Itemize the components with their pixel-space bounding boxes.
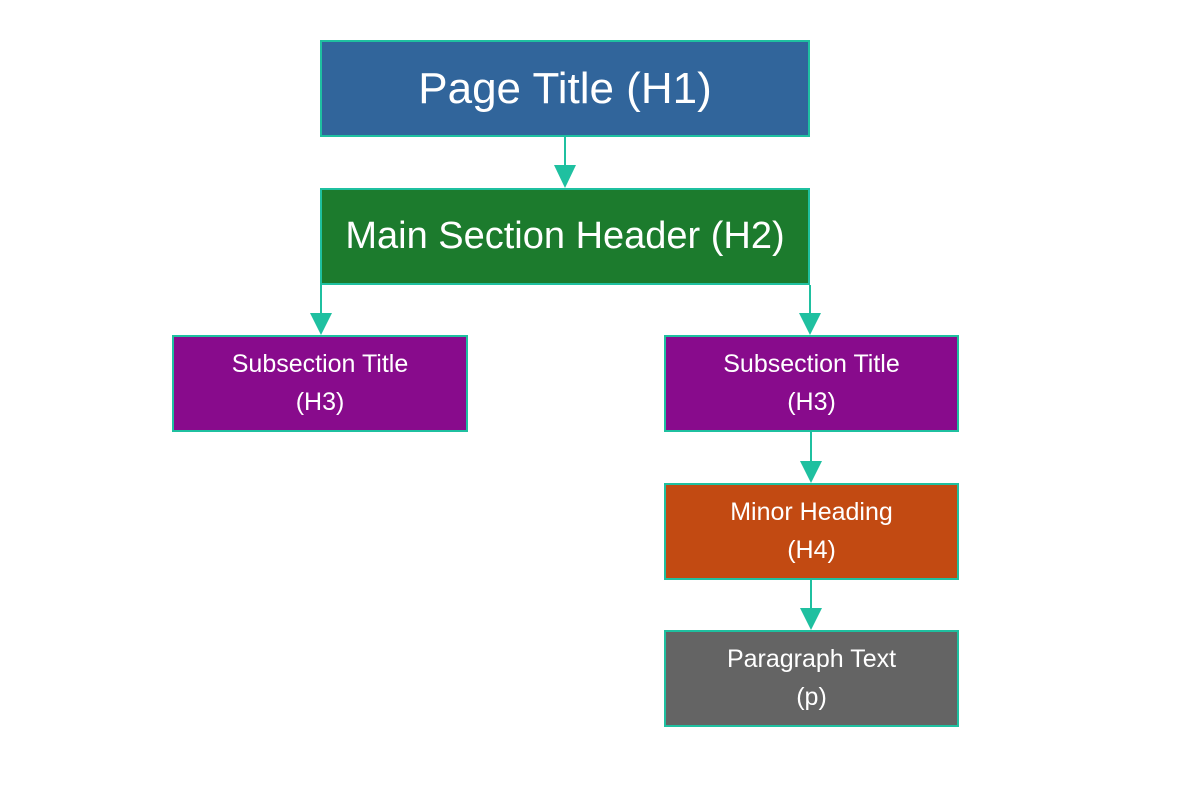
- connector-h3-h4: [800, 432, 822, 483]
- node-label: Paragraph Text: [726, 645, 897, 673]
- arrowhead-down-icon: [799, 313, 821, 335]
- node-label-tag: (H4): [787, 535, 836, 564]
- node-label-tag: (H3): [295, 387, 345, 416]
- node-page-title-h1: Page Title (H1): [320, 40, 810, 137]
- node-paragraph-text-p: Paragraph Text (p): [664, 630, 959, 727]
- connector-h4-p: [800, 580, 822, 630]
- arrowhead-down-icon: [800, 608, 822, 630]
- arrowhead-down-icon: [800, 461, 822, 483]
- node-label: Subsection Title: [723, 350, 900, 378]
- node-label: Subsection Title: [231, 350, 409, 378]
- node-subsection-title-h3-left: Subsection Title (H3): [172, 335, 468, 432]
- node-subsection-title-h3-right: Subsection Title (H3): [664, 335, 959, 432]
- node-main-section-header-h2: Main Section Header (H2): [320, 188, 810, 285]
- connector-h2-h3-right: [799, 285, 821, 335]
- node-label-tag: (p): [796, 682, 827, 711]
- node-minor-heading-h4: Minor Heading (H4): [664, 483, 959, 580]
- node-label: Minor Heading: [730, 498, 893, 526]
- arrowhead-down-icon: [310, 313, 332, 335]
- node-label: Page Title (H1): [418, 63, 712, 113]
- connector-h1-h2: [554, 137, 576, 188]
- connector-h2-h3-left: [310, 285, 332, 335]
- arrowhead-down-icon: [554, 165, 576, 188]
- node-label-tag: (H3): [787, 387, 836, 416]
- node-label: Main Section Header (H2): [345, 215, 785, 257]
